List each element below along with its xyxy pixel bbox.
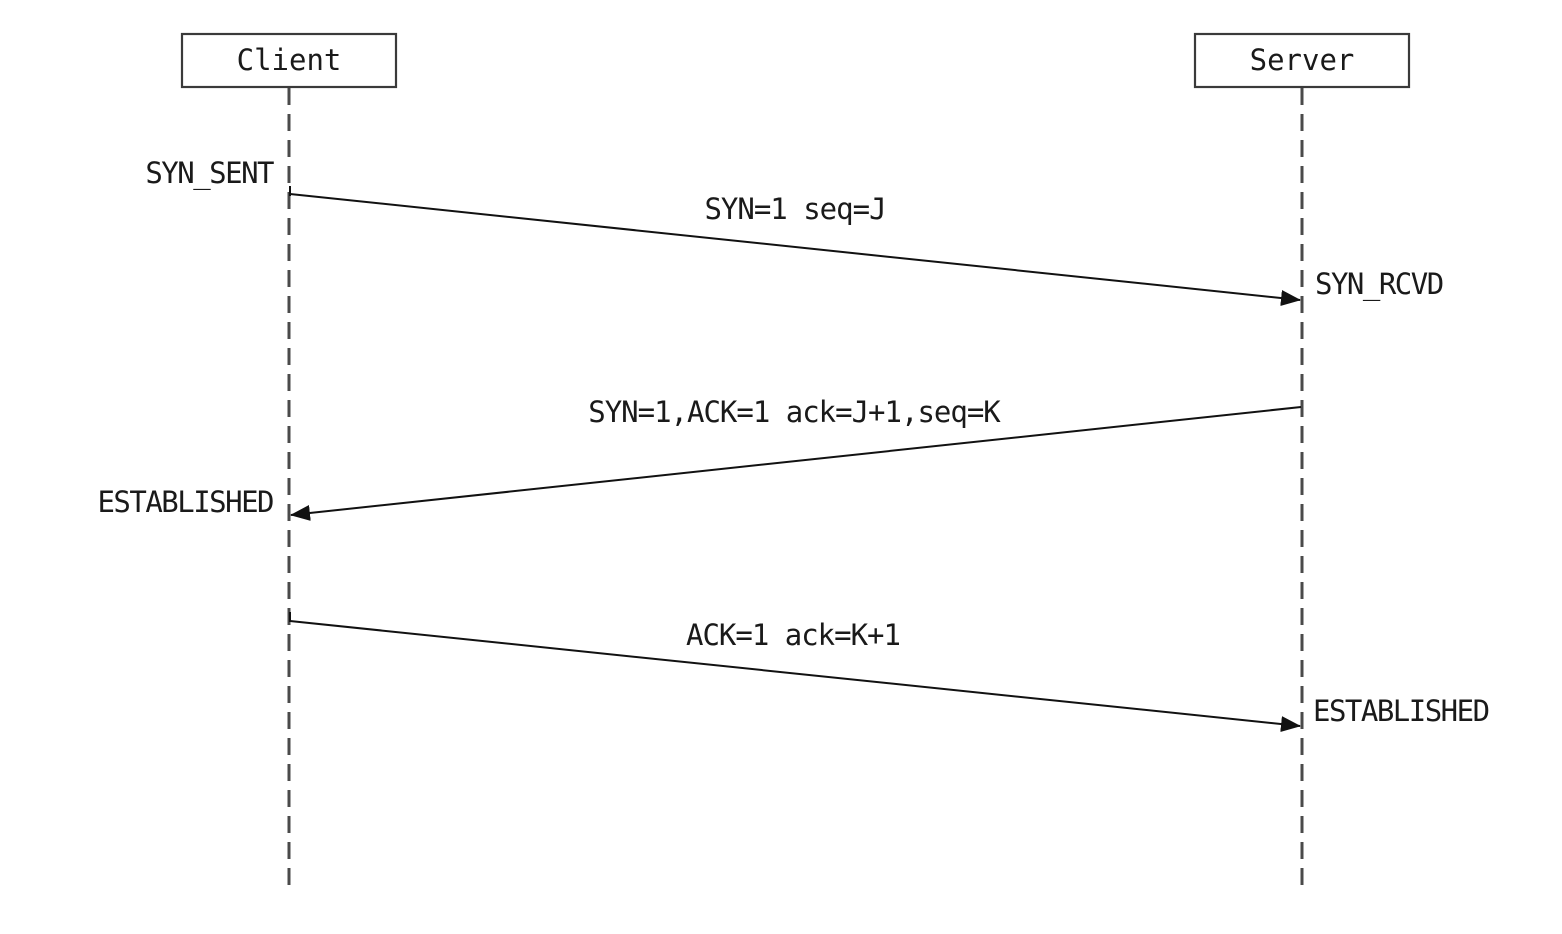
client-state-established: ESTABLISHED (97, 485, 273, 519)
server-actor-label: Server (1250, 43, 1355, 77)
message-syn-arrow (289, 193, 1301, 306)
server-actor-box (1193, 32, 1411, 89)
server-state-established: ESTABLISHED (1313, 694, 1489, 728)
server-state-syn-rcvd: SYN_RCVD (1315, 267, 1443, 302)
server-actor: Server (1193, 32, 1411, 89)
message-syn-label: SYN=1 seq=J (704, 192, 885, 226)
message-syn-ack: SYN=1,ACK=1 ack=J+1,seq=K (290, 395, 1302, 521)
message-ack-arrow (289, 620, 1301, 732)
message-syn-ack-arrow (290, 406, 1302, 521)
message-ack: ACK=1 ack=K+1 (289, 612, 1301, 732)
client-actor: Client (180, 32, 398, 89)
message-syn-ack-label: SYN=1,ACK=1 ack=J+1,seq=K (588, 395, 1001, 429)
client-state-syn-sent: SYN_SENT (145, 156, 274, 191)
client-actor-box (180, 32, 398, 89)
client-actor-label: Client (237, 43, 342, 77)
message-syn: SYN=1 seq=J (289, 186, 1301, 306)
message-ack-label: ACK=1 ack=K+1 (686, 618, 900, 652)
